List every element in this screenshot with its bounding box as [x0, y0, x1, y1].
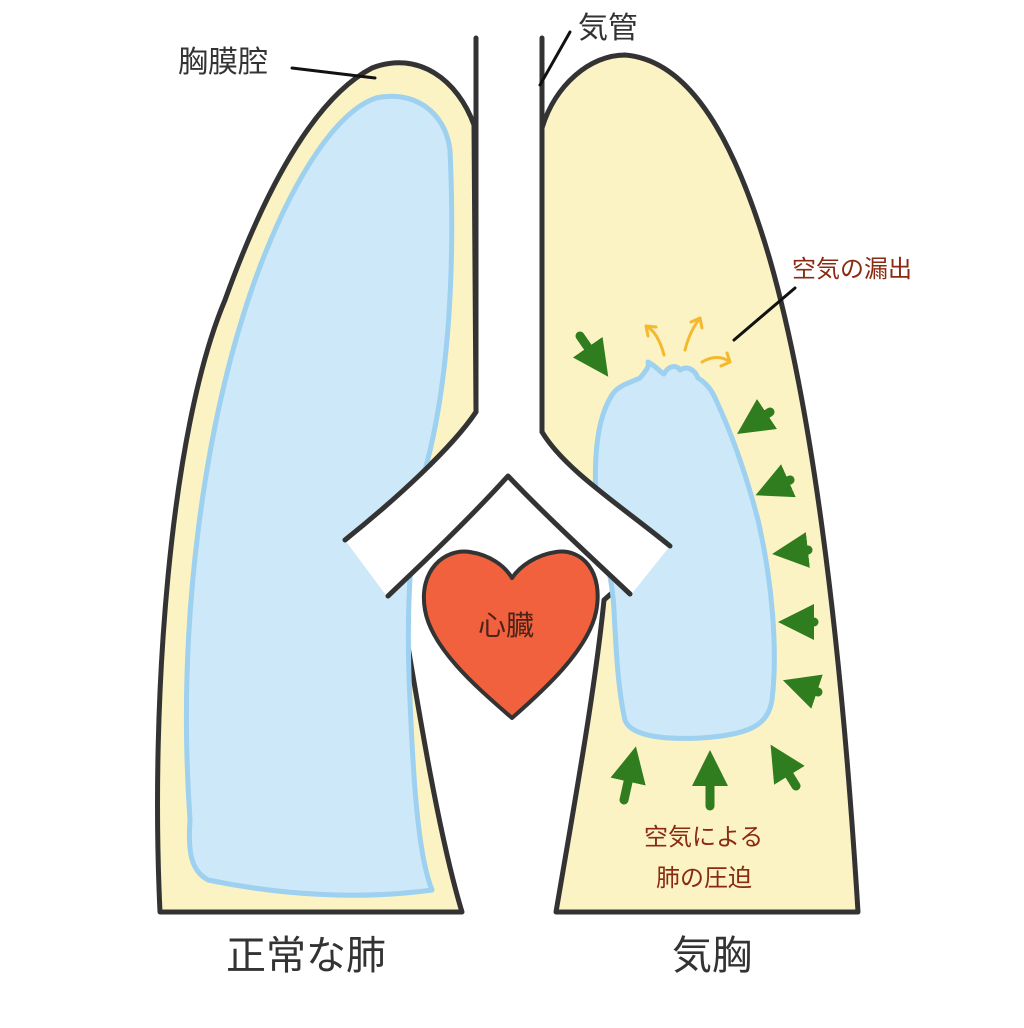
air-leak-leader	[732, 286, 797, 342]
trachea-label: 気管	[578, 11, 638, 46]
compression-arrow-icon	[737, 399, 777, 434]
pleural-cavity-leader	[290, 66, 377, 80]
compression-arrow-icon	[770, 744, 805, 791]
compression-arrow-icon	[572, 331, 609, 377]
heart-icon	[421, 549, 600, 720]
trachea-left-wall	[342, 35, 479, 543]
trachea-right-wall	[539, 35, 673, 549]
air-leak-arrow-icon	[644, 324, 666, 357]
compression-arrow-icon	[755, 464, 796, 498]
pleural-cavity-label: 胸膜腔	[178, 45, 268, 80]
normal-lung-caption: 正常な肺	[226, 933, 386, 979]
compression-label-line2: 肺の圧迫	[656, 864, 752, 892]
trachea	[345, 38, 670, 598]
air-leak-label: 空気の漏出	[792, 255, 912, 283]
bronchi-inner-wall	[385, 473, 633, 599]
left-lung	[183, 93, 455, 898]
pneumothorax-caption: 気胸	[672, 933, 752, 979]
trachea-leader	[538, 30, 572, 87]
air-leak-arrow-icon	[683, 316, 704, 352]
compression-arrow-icon	[782, 674, 823, 709]
air-leak-arrow-icon	[700, 351, 732, 368]
compression-arrows	[572, 331, 823, 811]
air-leak-arrows	[644, 316, 732, 368]
heart-label: 心臓	[478, 609, 535, 642]
compression-arrow-icon	[772, 532, 813, 568]
compression-arrow-icon	[610, 746, 646, 805]
compression-label-line1: 空気による	[644, 823, 764, 851]
collapsed-right-lung	[592, 359, 777, 741]
